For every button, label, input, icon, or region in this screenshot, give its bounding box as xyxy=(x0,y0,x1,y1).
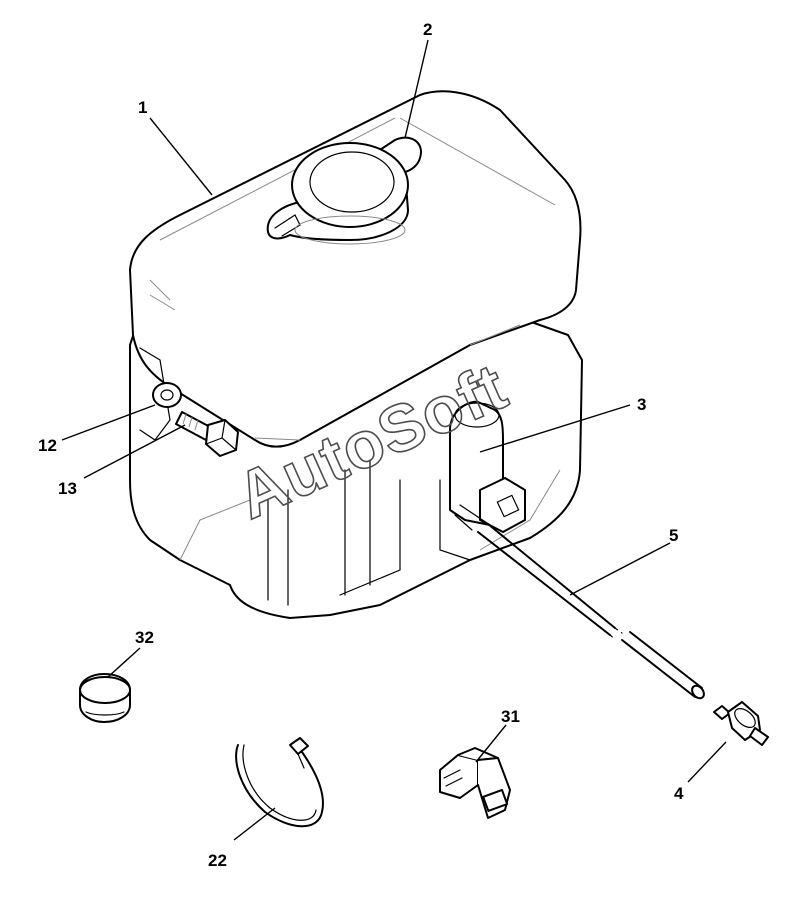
leader-lines xyxy=(61,39,727,841)
leader-32 xyxy=(107,647,141,678)
grommet xyxy=(79,673,131,723)
leader-13 xyxy=(83,424,186,479)
mounting-washer xyxy=(152,382,182,408)
non-return-valve xyxy=(713,701,769,746)
washer-reservoir-tank xyxy=(129,90,583,619)
callout-22: 22 xyxy=(208,851,227,870)
cable-tie xyxy=(235,737,324,828)
electrical-connector xyxy=(439,747,511,819)
callout-4: 4 xyxy=(674,784,684,803)
callout-31: 31 xyxy=(501,707,520,726)
callout-12: 12 xyxy=(38,436,57,455)
leader-4 xyxy=(687,741,727,783)
callout-3: 3 xyxy=(637,395,646,414)
leader-5 xyxy=(569,542,671,596)
callout-5: 5 xyxy=(669,526,678,545)
washer-pump xyxy=(449,400,526,533)
callout-32: 32 xyxy=(135,628,154,647)
leader-2 xyxy=(404,39,429,139)
leader-3 xyxy=(479,404,631,453)
callout-labels: 1 2 3 4 5 12 13 22 31 32 xyxy=(38,20,684,870)
leader-31 xyxy=(475,724,507,763)
callout-1: 1 xyxy=(138,98,147,117)
leader-1 xyxy=(149,117,213,196)
mounting-bolt xyxy=(175,411,239,457)
callout-13: 13 xyxy=(58,479,77,498)
filler-cap xyxy=(266,136,422,245)
leader-22 xyxy=(233,807,276,841)
washer-hose xyxy=(477,523,705,700)
leader-12 xyxy=(61,404,156,441)
callout-2: 2 xyxy=(423,20,432,39)
